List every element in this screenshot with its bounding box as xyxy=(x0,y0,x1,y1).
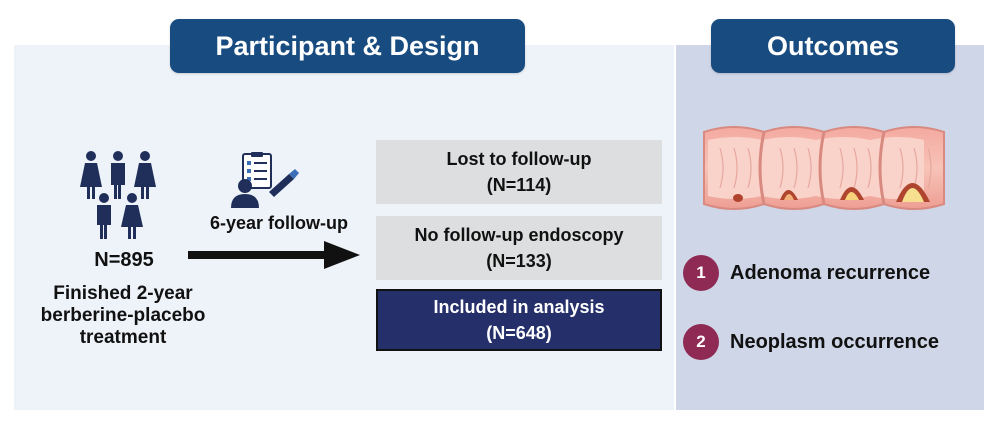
people-group-icon xyxy=(80,151,156,239)
participant-design-header: Participant & Design xyxy=(170,19,525,73)
participant-description: Finished 2-year berberine-placebo treatm… xyxy=(28,283,218,349)
outcome-label: Neoplasm occurrence xyxy=(730,330,939,353)
clipboard-doctor-icon xyxy=(231,152,299,208)
box-title: Lost to follow-up xyxy=(446,149,592,169)
participant-design-title: Participant & Design xyxy=(215,30,480,61)
no-endoscopy-box: No follow-up endoscopy (N=133) xyxy=(376,216,662,280)
box-title: No follow-up endoscopy xyxy=(414,225,624,245)
intestine-illustration-icon xyxy=(703,126,945,210)
box-title: Included in analysis xyxy=(433,297,605,317)
outcome-label: Adenoma recurrence xyxy=(730,261,931,284)
included-in-analysis-box: Included in analysis (N=648) xyxy=(376,289,662,351)
participant-count: N=895 xyxy=(94,249,154,271)
outcomes-title: Outcomes xyxy=(766,30,900,61)
follow-up-label: 6-year follow-up xyxy=(209,213,348,233)
box-count: (N=133) xyxy=(486,251,552,271)
box-count: (N=114) xyxy=(486,175,552,195)
outcomes-panel xyxy=(676,45,984,410)
description-line: treatment xyxy=(79,327,167,348)
lost-to-follow-up-box: Lost to follow-up (N=114) xyxy=(376,140,662,204)
description-line: berberine-placebo xyxy=(40,305,206,326)
outcome-item-adenoma: 1 Adenoma recurrence xyxy=(683,255,930,291)
box-count: (N=648) xyxy=(486,323,552,343)
outcomes-header: Outcomes xyxy=(711,19,955,73)
outcome-item-neoplasm: 2 Neoplasm occurrence xyxy=(683,324,939,360)
description-line: Finished 2-year xyxy=(53,283,193,304)
arrow-right-icon xyxy=(188,241,360,269)
outcome-number-badge: 1 xyxy=(683,255,719,291)
outcome-number-badge: 2 xyxy=(683,324,719,360)
